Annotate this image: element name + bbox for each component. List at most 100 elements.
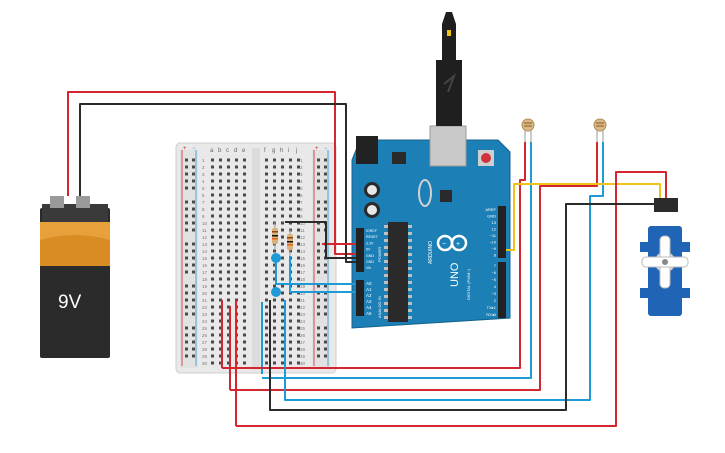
- breadboard-hole[interactable]: [281, 165, 284, 169]
- breadboard-hole[interactable]: [265, 333, 268, 337]
- breadboard-hole[interactable]: [219, 158, 222, 162]
- rail-hole[interactable]: [317, 312, 320, 316]
- breadboard-hole[interactable]: [227, 200, 230, 204]
- rail-hole[interactable]: [192, 333, 195, 337]
- breadboard-hole[interactable]: [297, 298, 300, 302]
- breadboard-hole[interactable]: [211, 165, 214, 169]
- rail-hole[interactable]: [324, 179, 327, 183]
- rail-hole[interactable]: [324, 284, 327, 288]
- breadboard-hole[interactable]: [243, 347, 246, 351]
- breadboard-hole[interactable]: [219, 347, 222, 351]
- rail-hole[interactable]: [192, 207, 195, 211]
- breadboard-hole[interactable]: [227, 347, 230, 351]
- breadboard-hole[interactable]: [297, 193, 300, 197]
- breadboard-hole[interactable]: [289, 165, 292, 169]
- breadboard-hole[interactable]: [235, 214, 238, 218]
- breadboard-hole[interactable]: [281, 179, 284, 183]
- breadboard-hole[interactable]: [219, 305, 222, 309]
- breadboard-hole[interactable]: [219, 319, 222, 323]
- rail-hole[interactable]: [317, 354, 320, 358]
- breadboard-hole[interactable]: [297, 249, 300, 253]
- breadboard-hole[interactable]: [227, 249, 230, 253]
- breadboard-hole[interactable]: [243, 172, 246, 176]
- breadboard-hole[interactable]: [297, 165, 300, 169]
- breadboard-hole[interactable]: [281, 249, 284, 253]
- breadboard-hole[interactable]: [297, 326, 300, 330]
- breadboard-hole[interactable]: [243, 221, 246, 225]
- rail-hole[interactable]: [324, 186, 327, 190]
- rail-hole[interactable]: [324, 326, 327, 330]
- breadboard-hole[interactable]: [219, 277, 222, 281]
- breadboard-hole[interactable]: [235, 242, 238, 246]
- breadboard-hole[interactable]: [265, 256, 268, 260]
- breadboard-hole[interactable]: [227, 165, 230, 169]
- breadboard-hole[interactable]: [273, 270, 276, 274]
- rail-hole[interactable]: [185, 228, 188, 232]
- breadboard-hole[interactable]: [235, 200, 238, 204]
- breadboard-hole[interactable]: [219, 312, 222, 316]
- breadboard-hole[interactable]: [219, 214, 222, 218]
- breadboard-hole[interactable]: [235, 263, 238, 267]
- breadboard-hole[interactable]: [289, 333, 292, 337]
- breadboard-hole[interactable]: [297, 207, 300, 211]
- breadboard-hole[interactable]: [219, 270, 222, 274]
- breadboard-hole[interactable]: [281, 221, 284, 225]
- rail-hole[interactable]: [317, 179, 320, 183]
- breadboard-hole[interactable]: [297, 284, 300, 288]
- breadboard-hole[interactable]: [227, 235, 230, 239]
- breadboard-hole[interactable]: [273, 354, 276, 358]
- breadboard-hole[interactable]: [211, 305, 214, 309]
- breadboard-hole[interactable]: [297, 235, 300, 239]
- rail-hole[interactable]: [185, 284, 188, 288]
- breadboard-hole[interactable]: [243, 361, 246, 365]
- breadboard-hole[interactable]: [227, 361, 230, 365]
- breadboard-hole[interactable]: [297, 172, 300, 176]
- rail-hole[interactable]: [192, 305, 195, 309]
- rail-hole[interactable]: [317, 214, 320, 218]
- breadboard-hole[interactable]: [281, 305, 284, 309]
- breadboard-hole[interactable]: [265, 326, 268, 330]
- breadboard-hole[interactable]: [265, 200, 268, 204]
- rail-hole[interactable]: [324, 263, 327, 267]
- breadboard-hole[interactable]: [281, 158, 284, 162]
- breadboard-hole[interactable]: [235, 193, 238, 197]
- breadboard-hole[interactable]: [265, 207, 268, 211]
- breadboard-hole[interactable]: [243, 228, 246, 232]
- breadboard-hole[interactable]: [227, 298, 230, 302]
- breadboard-hole[interactable]: [297, 158, 300, 162]
- breadboard-hole[interactable]: [289, 319, 292, 323]
- rail-hole[interactable]: [185, 298, 188, 302]
- breadboard-hole[interactable]: [281, 277, 284, 281]
- breadboard-hole[interactable]: [289, 361, 292, 365]
- rail-hole[interactable]: [317, 207, 320, 211]
- breadboard-hole[interactable]: [281, 193, 284, 197]
- breadboard-hole[interactable]: [211, 312, 214, 316]
- wire-red-ldr2[interactable]: [230, 142, 598, 391]
- breadboard-hole[interactable]: [281, 172, 284, 176]
- breadboard-hole[interactable]: [219, 186, 222, 190]
- breadboard-hole[interactable]: [243, 200, 246, 204]
- rail-hole[interactable]: [192, 298, 195, 302]
- breadboard-hole[interactable]: [227, 242, 230, 246]
- breadboard-hole[interactable]: [235, 235, 238, 239]
- rail-hole[interactable]: [192, 179, 195, 183]
- breadboard-hole[interactable]: [227, 284, 230, 288]
- rail-hole[interactable]: [185, 305, 188, 309]
- breadboard-hole[interactable]: [211, 249, 214, 253]
- breadboard-hole[interactable]: [211, 158, 214, 162]
- breadboard-hole[interactable]: [281, 228, 284, 232]
- photoresistor-1[interactable]: [521, 118, 535, 142]
- breadboard-hole[interactable]: [265, 249, 268, 253]
- rail-hole[interactable]: [192, 354, 195, 358]
- breadboard-hole[interactable]: [297, 186, 300, 190]
- rail-hole[interactable]: [185, 256, 188, 260]
- rail-hole[interactable]: [192, 228, 195, 232]
- breadboard-hole[interactable]: [289, 172, 292, 176]
- breadboard-hole[interactable]: [297, 214, 300, 218]
- rail-hole[interactable]: [192, 291, 195, 295]
- breadboard-hole[interactable]: [235, 291, 238, 295]
- breadboard-hole[interactable]: [219, 221, 222, 225]
- breadboard-hole[interactable]: [281, 186, 284, 190]
- breadboard-hole[interactable]: [273, 193, 276, 197]
- rail-hole[interactable]: [317, 249, 320, 253]
